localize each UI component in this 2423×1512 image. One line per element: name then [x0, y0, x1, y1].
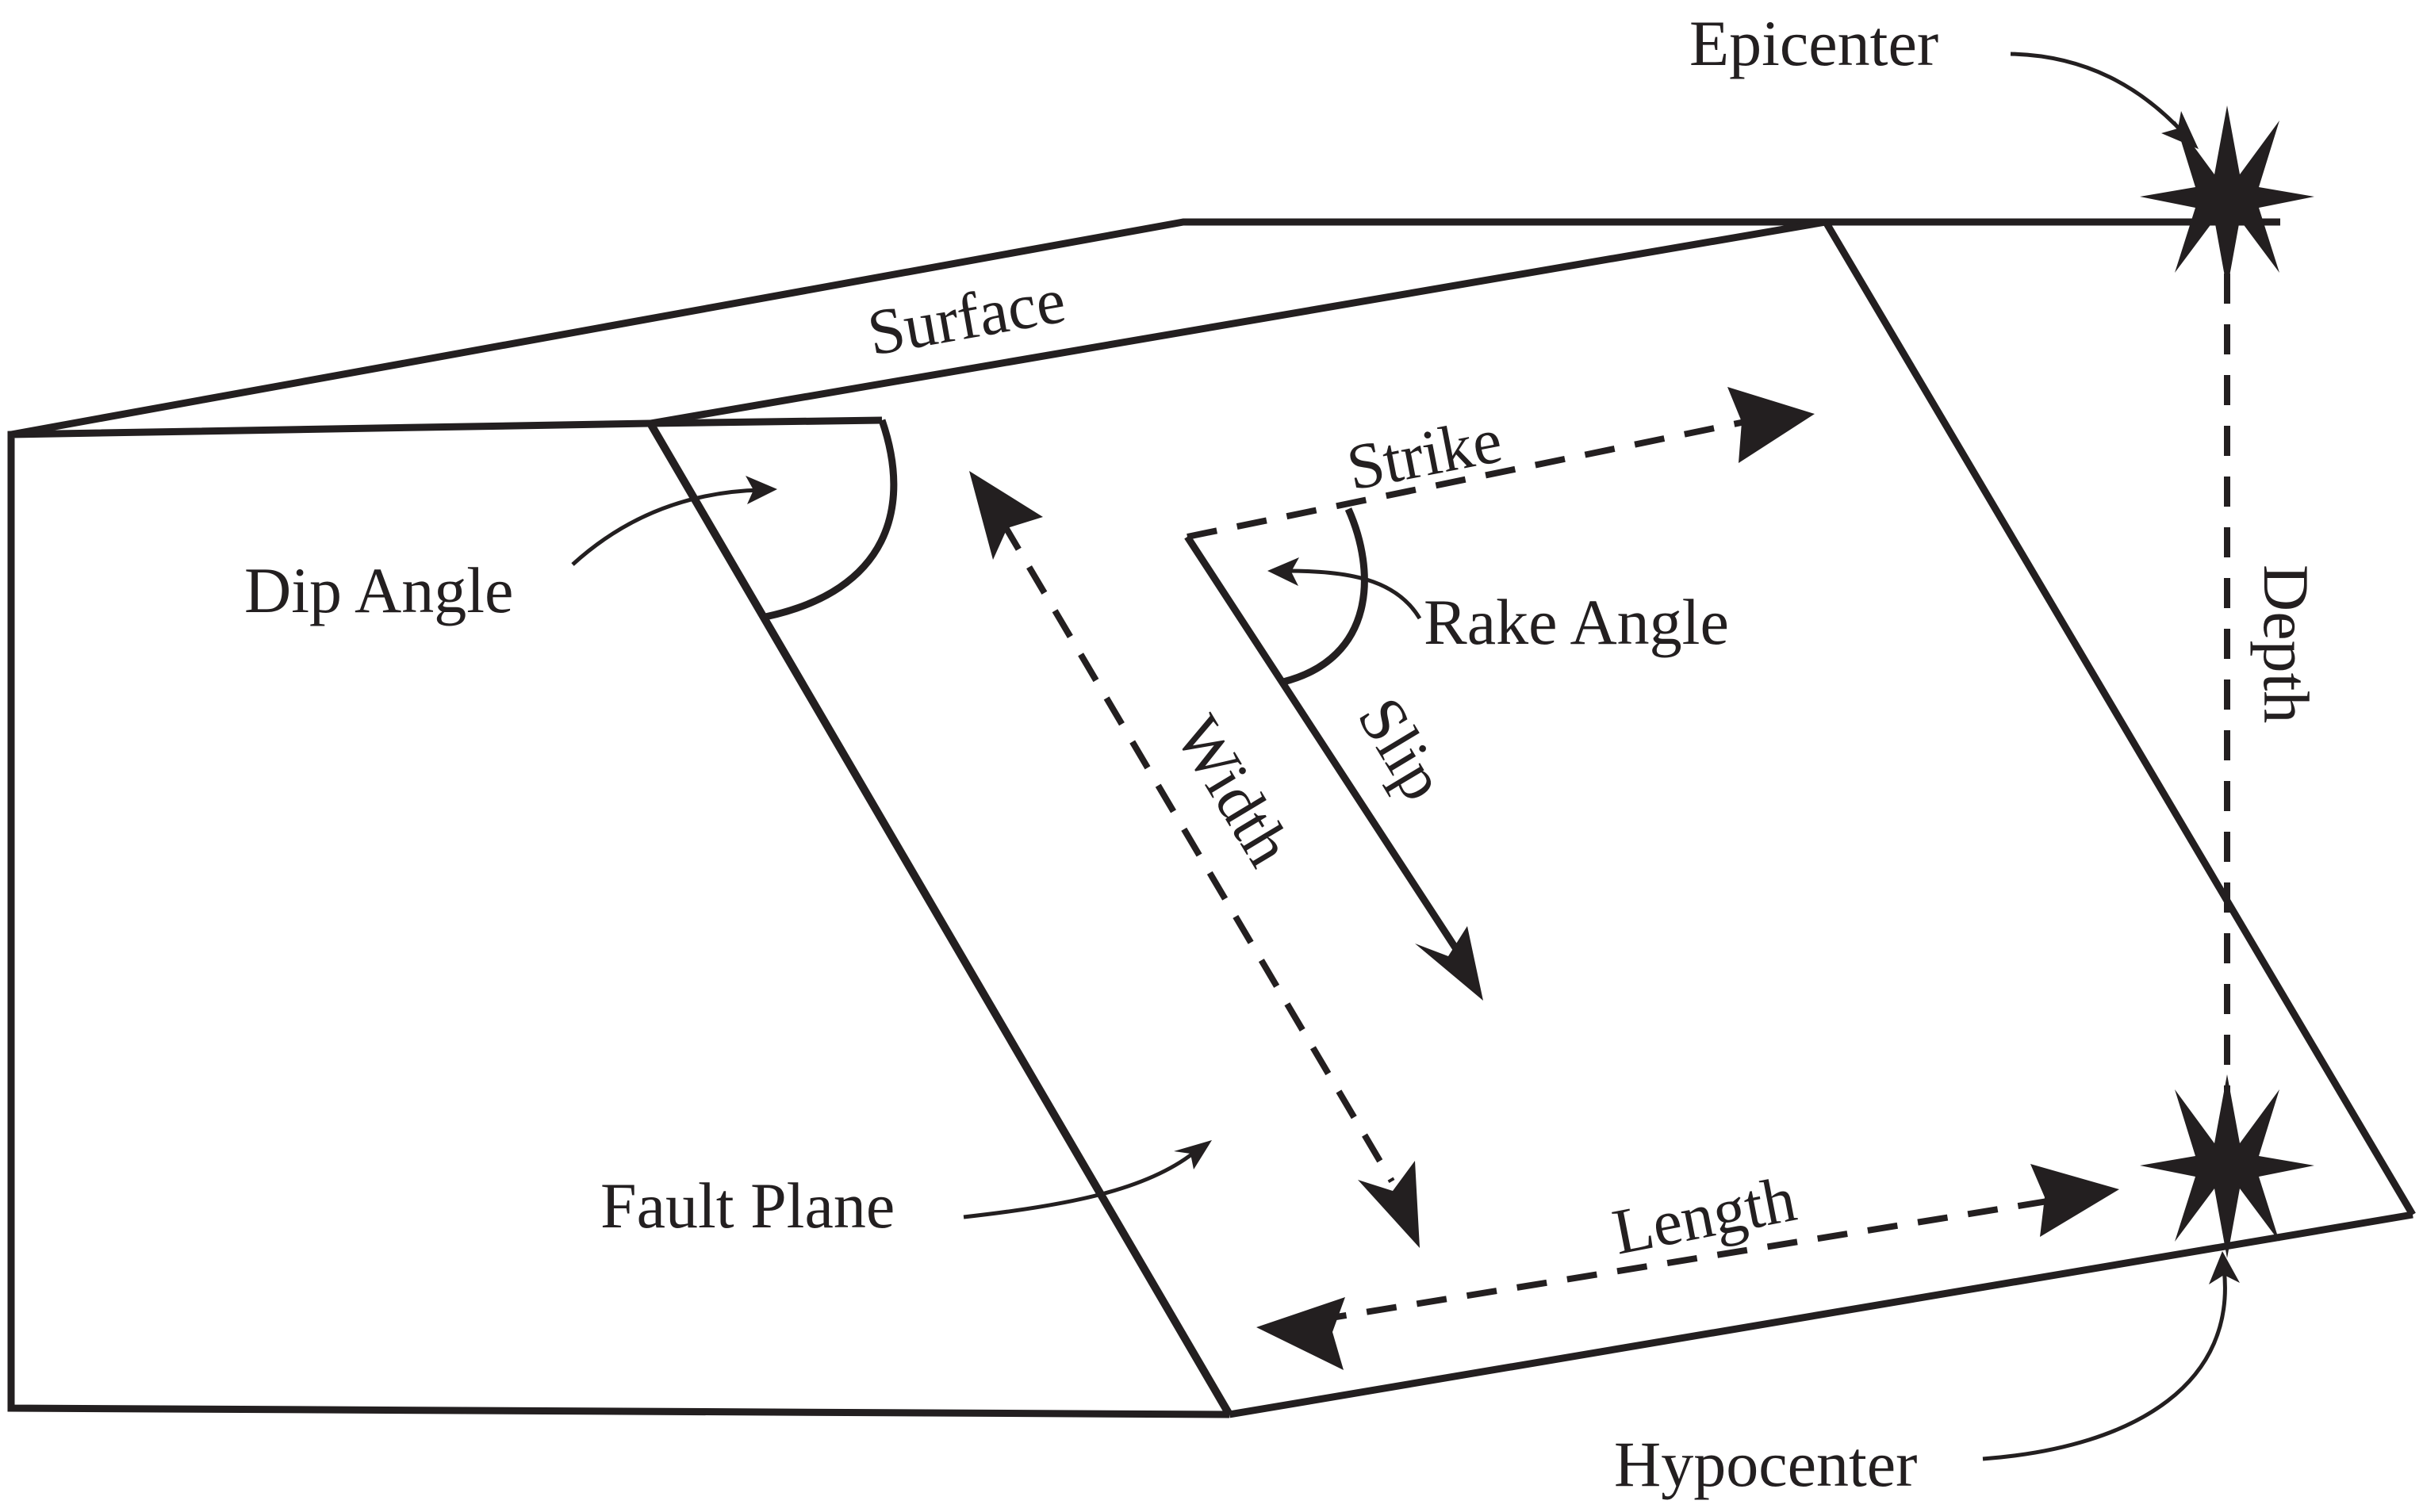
width-arrow [969, 471, 1420, 1248]
width-label: Width [1162, 703, 1306, 878]
rake-angle-label: Rake Angle [1424, 586, 1729, 658]
rake-angle-arc [1282, 507, 1368, 686]
strike-label: Strike [1341, 404, 1508, 504]
surface-front-edge [650, 218, 1827, 427]
slip-arrow [1184, 507, 1483, 1001]
fault-plane-right-edge [1823, 220, 2416, 1217]
length-arrow [1256, 1164, 2119, 1370]
fault-plane-bottom-edge [1229, 1211, 2413, 1418]
surface-back-edge [10, 218, 2280, 438]
fault-plane-top-edge [646, 421, 1233, 1417]
strike-arrow [1187, 387, 1815, 540]
block-outline [7, 218, 2416, 1418]
footwall-face [7, 419, 1230, 1418]
dip-angle-label: Dip Angle [244, 554, 513, 626]
dip-angle-marker [650, 416, 898, 621]
depth-label: Depth [2250, 565, 2322, 723]
hypocenter-label: Hypocenter [1614, 1428, 1918, 1500]
leader-lines [571, 52, 2240, 1461]
slip-label: Slip [1344, 685, 1460, 812]
length-label: Length [1607, 1162, 1801, 1269]
epicenter-label: Epicenter [1689, 7, 1938, 79]
fault-plane-label: Fault Plane [600, 1169, 895, 1242]
hypocenter-star-icon [2140, 1074, 2314, 1258]
epicenter-star-icon [2140, 105, 2314, 289]
